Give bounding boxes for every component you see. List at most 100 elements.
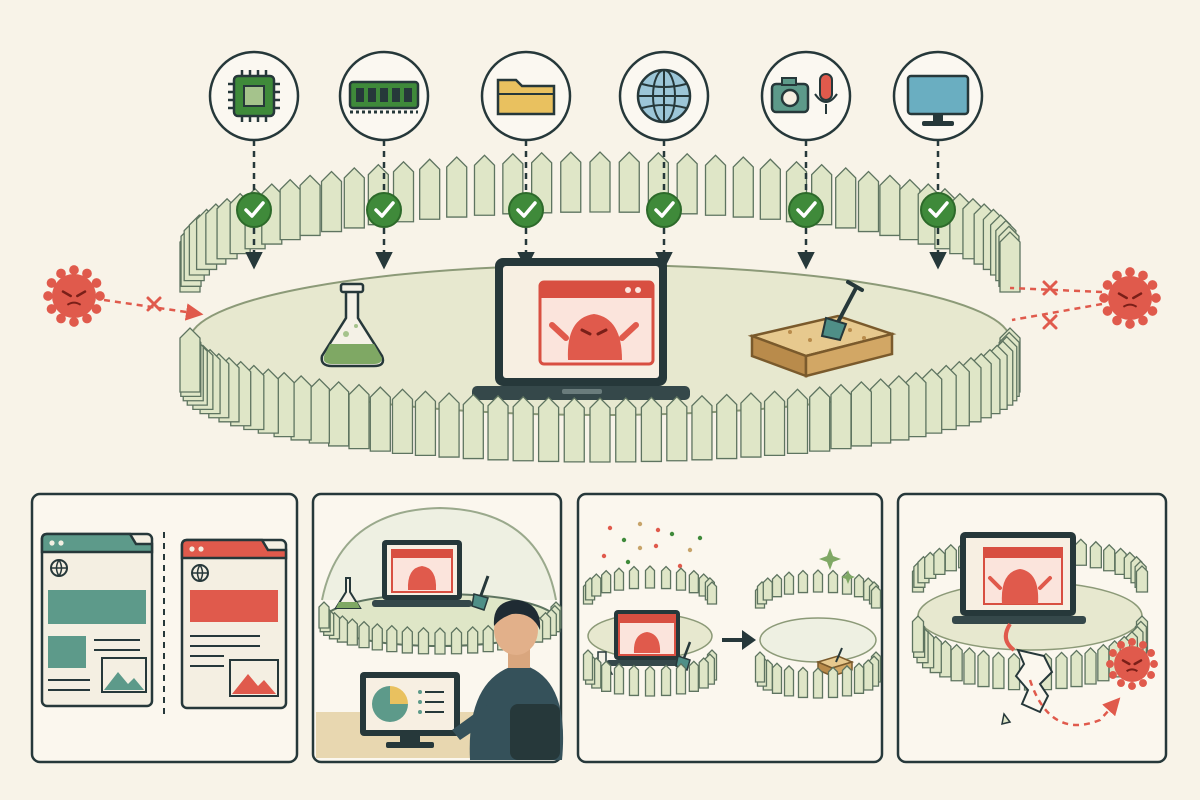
fence-picket — [1084, 647, 1097, 685]
sparkle-icon — [819, 548, 855, 584]
fence-picket — [830, 383, 852, 450]
fence-picket — [438, 392, 460, 458]
fence-picket — [1103, 543, 1116, 572]
fence-picket — [870, 378, 892, 444]
panel-fence — [754, 651, 882, 699]
fence-picket — [660, 565, 672, 590]
fence-picket — [640, 396, 663, 463]
sandbox-escape-icon — [911, 532, 1158, 727]
separate-browser-windows-icon — [40, 532, 288, 716]
fence-picket — [879, 174, 901, 237]
fence-picket — [899, 178, 921, 241]
malware-virus-icon — [1106, 638, 1158, 690]
resource-row — [208, 50, 984, 266]
fence-picket — [924, 551, 937, 580]
fence-picket — [487, 394, 509, 461]
fence-picket — [870, 585, 882, 609]
fence-picket — [888, 374, 910, 441]
fence-picket — [446, 156, 468, 218]
resource-item — [480, 50, 572, 266]
sandbox-scene — [43, 50, 1161, 463]
malicious-app-icon — [538, 280, 655, 366]
fence-picket — [512, 395, 534, 462]
fence-picket — [613, 662, 625, 695]
fence-picket — [732, 156, 754, 218]
fence-picket — [537, 396, 560, 463]
fence-picket — [179, 327, 201, 393]
fence-picket — [589, 151, 611, 213]
panel-fence — [582, 565, 718, 605]
fence-picket — [628, 565, 640, 590]
fence-picket — [666, 395, 688, 462]
fence-picket — [835, 167, 857, 229]
fence-picket — [950, 643, 963, 682]
network-globe-icon — [636, 68, 692, 124]
fence-picket — [740, 392, 762, 458]
fence-picket — [358, 620, 370, 649]
malware-virus-icon — [43, 265, 105, 327]
panel-separate-browsers — [30, 492, 299, 764]
fence-picket — [615, 396, 637, 463]
fence-picket — [853, 662, 865, 694]
panel-sandbox-reset — [576, 492, 884, 764]
fence-picket — [783, 571, 795, 595]
fence-picket — [589, 397, 611, 463]
fence-picket — [369, 386, 391, 452]
fence-picket — [809, 386, 831, 452]
fence-picket — [591, 573, 602, 597]
fence-picket — [308, 378, 330, 444]
fence-picket — [675, 662, 687, 695]
fence-picket — [812, 667, 824, 699]
fence-picket — [482, 624, 494, 653]
fence-picket — [797, 666, 809, 699]
fence-picket — [763, 390, 786, 456]
resource-item — [892, 50, 984, 266]
fence-picket — [414, 390, 437, 456]
fence-picket — [473, 154, 496, 216]
fence-picket — [992, 651, 1005, 690]
fence-picket — [279, 178, 301, 241]
fence-picket — [977, 649, 990, 688]
memory-ram-icon — [348, 80, 420, 114]
sandbox-shovel-icon — [747, 280, 897, 378]
fence-picket — [944, 543, 957, 572]
fence-picket — [628, 664, 640, 697]
fence-picket — [786, 388, 809, 454]
fence-picket — [371, 622, 383, 651]
fence-picket — [318, 601, 330, 629]
display-monitor-icon — [906, 74, 970, 126]
panel-sandbox-escape — [896, 492, 1168, 764]
fence-picket — [467, 626, 479, 654]
panel-analyst-observing — [311, 492, 564, 764]
fence-picket — [450, 626, 463, 655]
fence-picket — [933, 547, 946, 576]
fence-picket — [348, 383, 370, 450]
resource-item — [338, 50, 430, 266]
fence-picket — [1074, 538, 1087, 566]
fence-picket — [346, 618, 358, 646]
fence-picket — [857, 170, 880, 233]
fence-picket — [704, 154, 727, 216]
fence-picket — [1007, 652, 1021, 691]
fence-picket — [759, 158, 781, 220]
fence-picket — [618, 151, 640, 213]
fence-picket — [582, 649, 594, 681]
fence-picket — [827, 569, 839, 594]
fence-picket — [1097, 643, 1110, 682]
approved-check-icon — [788, 192, 824, 228]
fence-picket — [762, 577, 773, 601]
camera-microphone-icon — [770, 73, 838, 114]
fence-picket — [1055, 651, 1068, 690]
fence-picket — [706, 581, 718, 605]
fence-picket — [911, 615, 925, 653]
fence-picket — [401, 626, 413, 654]
cpu-chip-icon — [228, 70, 280, 122]
fence-picket — [963, 647, 976, 685]
lab-flask-icon — [320, 282, 385, 368]
fence-picket — [783, 664, 795, 697]
sandbox-reset-icon — [582, 521, 882, 699]
panel-fence — [582, 649, 718, 697]
approved-check-icon — [366, 192, 402, 228]
